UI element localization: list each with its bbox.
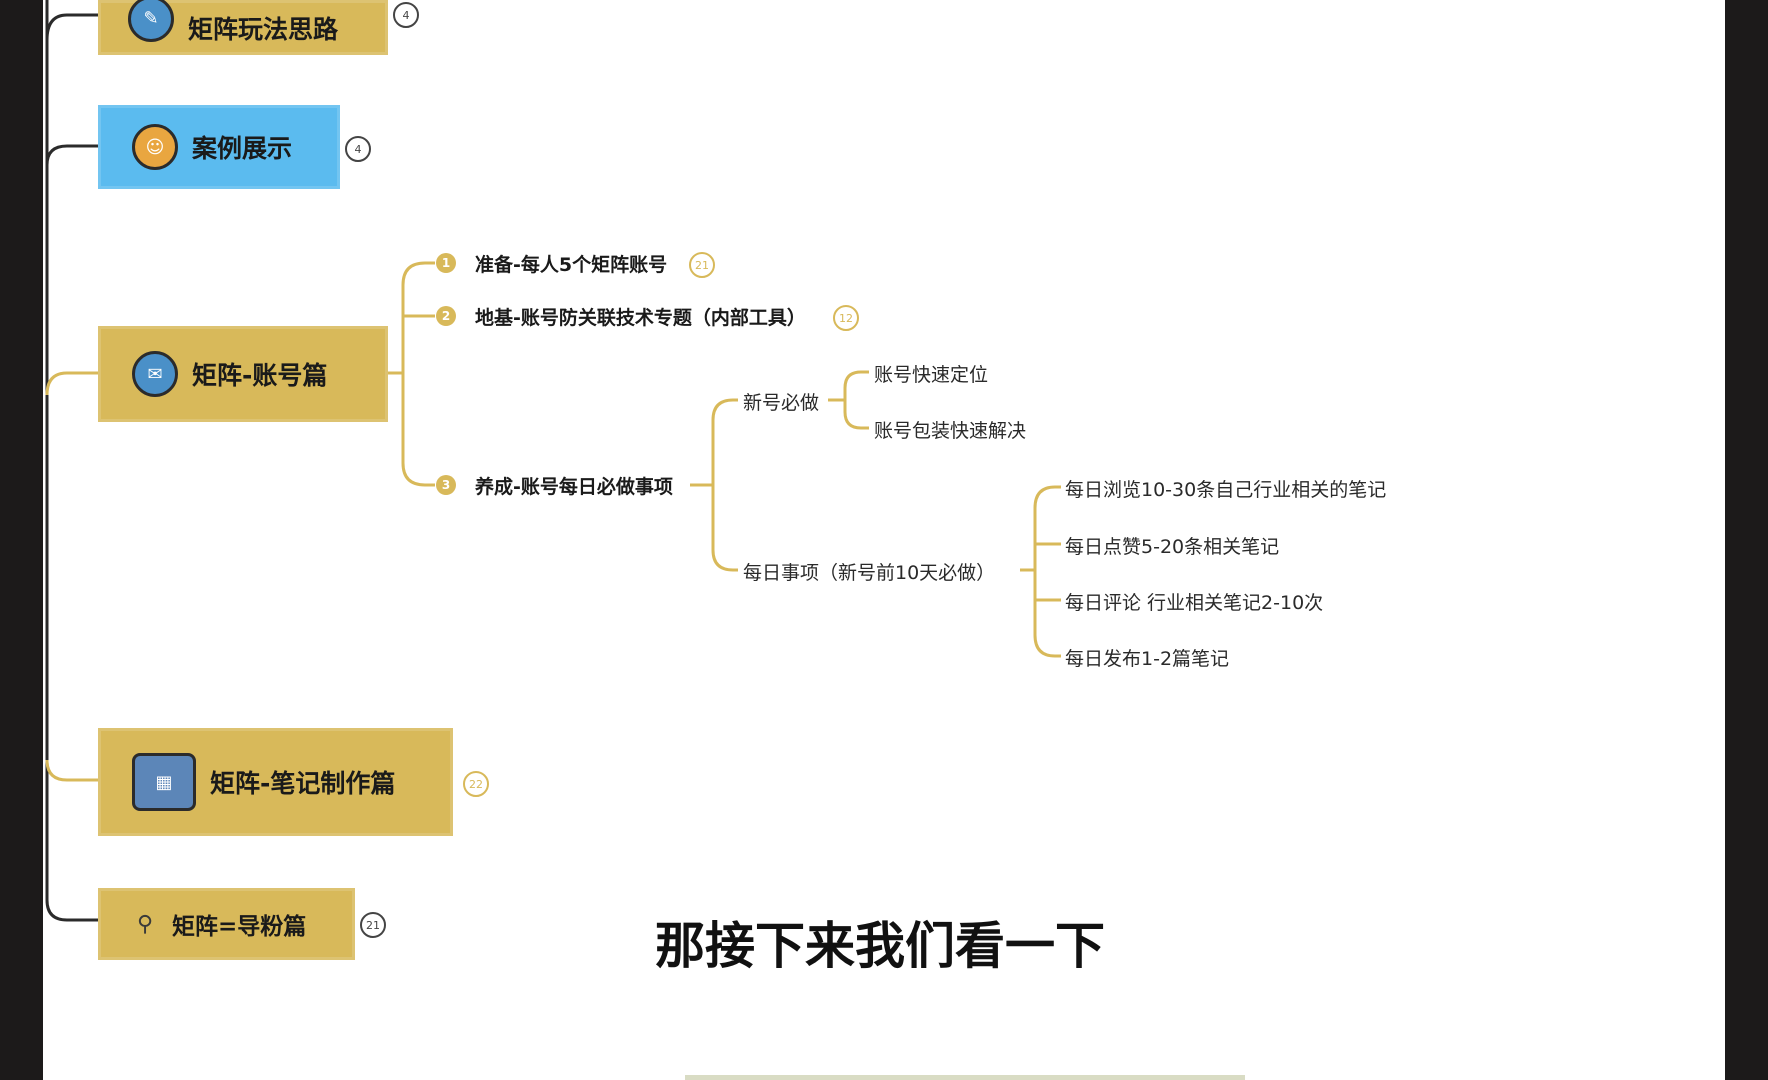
- topic-matrix-fans[interactable]: ⚲ 矩阵=导粉篇: [98, 888, 355, 960]
- notes-chart-icon: ▦: [132, 753, 196, 811]
- strategy-icon: ✎: [128, 0, 174, 42]
- topic-matrix-account[interactable]: ✉ 矩阵-账号篇: [98, 326, 388, 422]
- account-positioning[interactable]: 账号快速定位: [874, 364, 989, 386]
- topic-count-badge[interactable]: 4: [345, 136, 371, 162]
- subtopic-anti-association[interactable]: 地基-账号防关联技术专题（内部工具）: [475, 307, 806, 329]
- topic-count-badge[interactable]: 22: [463, 771, 489, 797]
- subtopic-prepare-accounts[interactable]: 准备-每人5个矩阵账号: [475, 254, 668, 276]
- daily-comment[interactable]: 每日评论 行业相关笔记2-10次: [1065, 592, 1324, 614]
- subtopic-count-badge[interactable]: 12: [833, 305, 859, 331]
- video-subtitle: 那接下来我们看一下: [655, 917, 1105, 975]
- bottom-scrollbar[interactable]: [685, 1075, 1245, 1080]
- topic-matrix-notes[interactable]: ▦ 矩阵-笔记制作篇: [98, 728, 453, 836]
- daily-publish[interactable]: 每日发布1-2篇笔记: [1065, 648, 1230, 670]
- topic-label: 矩阵=导粉篇: [172, 914, 307, 940]
- topic-label: 矩阵玩法思路: [188, 14, 339, 44]
- new-account-must-do[interactable]: 新号必做: [743, 392, 820, 414]
- magnifier-icon: ⚲: [136, 911, 154, 937]
- topic-label: 案例展示: [192, 134, 293, 163]
- mind-map-canvas: ✎ 矩阵玩法思路 4 ☺ 案例展示 4 ✉ 矩阵-账号篇 ▦ 矩阵-笔记制作篇 …: [43, 0, 1725, 1080]
- topic-matrix-strategy[interactable]: ✎ 矩阵玩法思路: [98, 0, 388, 55]
- item-number: 3: [436, 475, 456, 495]
- daily-browse[interactable]: 每日浏览10-30条自己行业相关的笔记: [1065, 479, 1387, 501]
- topic-case-showcase[interactable]: ☺ 案例展示: [98, 105, 340, 189]
- case-icon: ☺: [132, 124, 178, 170]
- daily-like[interactable]: 每日点赞5-20条相关笔记: [1065, 536, 1280, 558]
- topic-label: 矩阵-笔记制作篇: [210, 769, 396, 798]
- item-number: 1: [436, 253, 456, 273]
- subtopic-daily-routine[interactable]: 养成-账号每日必做事项: [475, 476, 673, 498]
- topic-label: 矩阵-账号篇: [192, 361, 328, 390]
- daily-tasks[interactable]: 每日事项（新号前10天必做）: [743, 562, 996, 584]
- item-number: 2: [436, 306, 456, 326]
- subtopic-count-badge[interactable]: 21: [689, 252, 715, 278]
- account-icon: ✉: [132, 351, 178, 397]
- topic-count-badge[interactable]: 21: [360, 912, 386, 938]
- connector-lines: [45, 0, 1061, 922]
- topic-count-badge[interactable]: 4: [393, 2, 419, 28]
- account-packaging[interactable]: 账号包装快速解决: [874, 420, 1027, 442]
